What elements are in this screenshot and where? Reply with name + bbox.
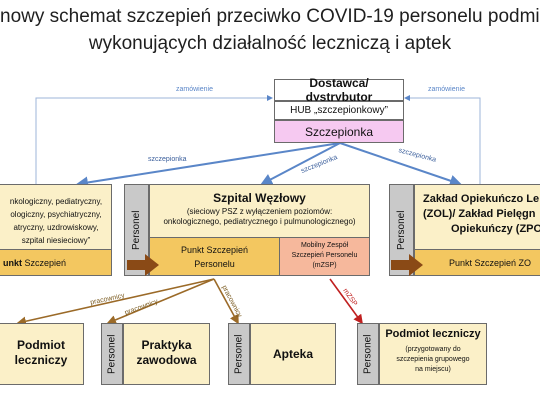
bottom4-sub-2: szczepienia grupowego — [396, 356, 470, 363]
staff-line-1 — [16, 278, 215, 326]
left-hospital-line-3: atryczny, uzdrowiskowy, — [13, 223, 99, 232]
central-hospital-desc-2: onkologicznego, pediatrycznego i pulmuno… — [163, 217, 356, 226]
diagram-title-line-2: wykonujących działalność leczniczą i apt… — [88, 33, 452, 54]
left-hospital-box: nkologiczny, pediatryczny, ologiczny, ps… — [0, 184, 112, 276]
bottom-box-entity-2: Podmiot leczniczy (przygotowany do szcze… — [379, 323, 487, 385]
left-hospital-line-4: szpital niesieciowy” — [21, 236, 91, 245]
distributor-hub-box: HUB „szczepionkowy” — [274, 101, 404, 120]
left-point-rest: Szczepień — [24, 257, 67, 268]
zol-arrow-icon — [391, 254, 423, 276]
diagram-title-line-1: nowy schemat szczepień przeciwko COVID-1… — [0, 6, 540, 27]
label-order-right: zamówienie — [428, 86, 465, 93]
bottom4-personnel-tab: Personel — [357, 323, 379, 385]
bottom2-personnel-tab: Personel — [101, 323, 123, 385]
staff-line-2 — [106, 278, 215, 325]
mobile-line-2: Szczepień Personelu — [291, 252, 358, 259]
order-line-left — [35, 95, 273, 184]
distributor-name: Dostawca/ dystrybutor — [305, 76, 373, 104]
left-point-bold: unkt — [3, 257, 22, 268]
central-vaccination-point: Punkt Szczepień Personelu — [150, 237, 280, 275]
staff-line-3 — [213, 278, 239, 325]
zol-box: Zakład Opiekuńczo Le (ZOL)/ Zakład Pielę… — [414, 184, 540, 276]
bottom3-personnel-tab: Personel — [228, 323, 250, 385]
central-hospital-name: Szpital Węzłowy — [213, 191, 306, 205]
bottom-box-entity-1: Podmiot leczniczy — [0, 323, 84, 385]
mzsp-line — [329, 278, 363, 325]
order-line-right — [404, 95, 481, 184]
central-hospital-desc-1: (sieciowy PSZ z wyłączeniem poziomów: — [186, 207, 333, 216]
left-vaccination-point: unkt Szczepień — [0, 249, 111, 275]
vaccine-line-right — [339, 142, 462, 187]
zol-vaccination-point: Punkt Szczepień ZO — [415, 249, 540, 275]
vaccine-label: Szczepionka — [304, 124, 374, 139]
zol-line-3: Opiekuńczy (ZPO — [451, 223, 540, 235]
bottom2-line-2: zawodowa — [136, 353, 197, 367]
vaccine-box: Szczepionka — [274, 120, 404, 143]
mobile-line-3: (mZSP) — [312, 262, 337, 269]
central-point-line-2: Personelu — [194, 259, 235, 269]
central-point-line-1: Punkt Szczepień — [180, 245, 249, 255]
mobile-line-1: Mobilny Zespół — [300, 242, 349, 249]
bottom2-line-1: Praktyka — [141, 338, 192, 352]
bottom-box-practice: Praktyka zawodowa — [123, 323, 210, 385]
distributor-name-box: Dostawca/ dystrybutor — [274, 76, 404, 104]
bottom3-label: Apteka — [272, 347, 313, 361]
bottom-box-pharmacy: Apteka — [250, 323, 336, 385]
vaccine-line-center — [260, 142, 341, 185]
label-vaccine-left: szczepionka — [148, 156, 187, 163]
central-arrow-icon — [127, 254, 159, 276]
bottom4-line-1: Podmiot leczniczy — [385, 328, 481, 340]
zol-line-1: Zakład Opiekuńczo Le — [423, 193, 540, 205]
vaccine-line-left — [76, 142, 341, 189]
central-hospital-box: Szpital Węzłowy (sieciowy PSZ z wyłączen… — [149, 184, 370, 276]
zol-line-2: (ZOL)/ Zakład Pielęgn — [423, 208, 536, 220]
label-order-left: zamówienie — [176, 86, 213, 93]
mobile-team-box: Mobilny Zespół Szczepień Personelu (mZSP… — [280, 237, 369, 275]
bottom4-sub-1: (przygotowany do — [405, 346, 461, 353]
bottom1-line-2: leczniczy — [14, 353, 68, 367]
left-hospital-line-2: ologiczny, psychiatryczny, — [10, 210, 102, 219]
bottom4-sub-3: na miejscu) — [415, 366, 451, 373]
distributor-hub: HUB „szczepionkowy” — [290, 105, 388, 116]
left-hospital-line-1: nkologiczny, pediatryczny, — [9, 197, 103, 206]
bottom1-line-1: Podmiot — [17, 338, 65, 352]
